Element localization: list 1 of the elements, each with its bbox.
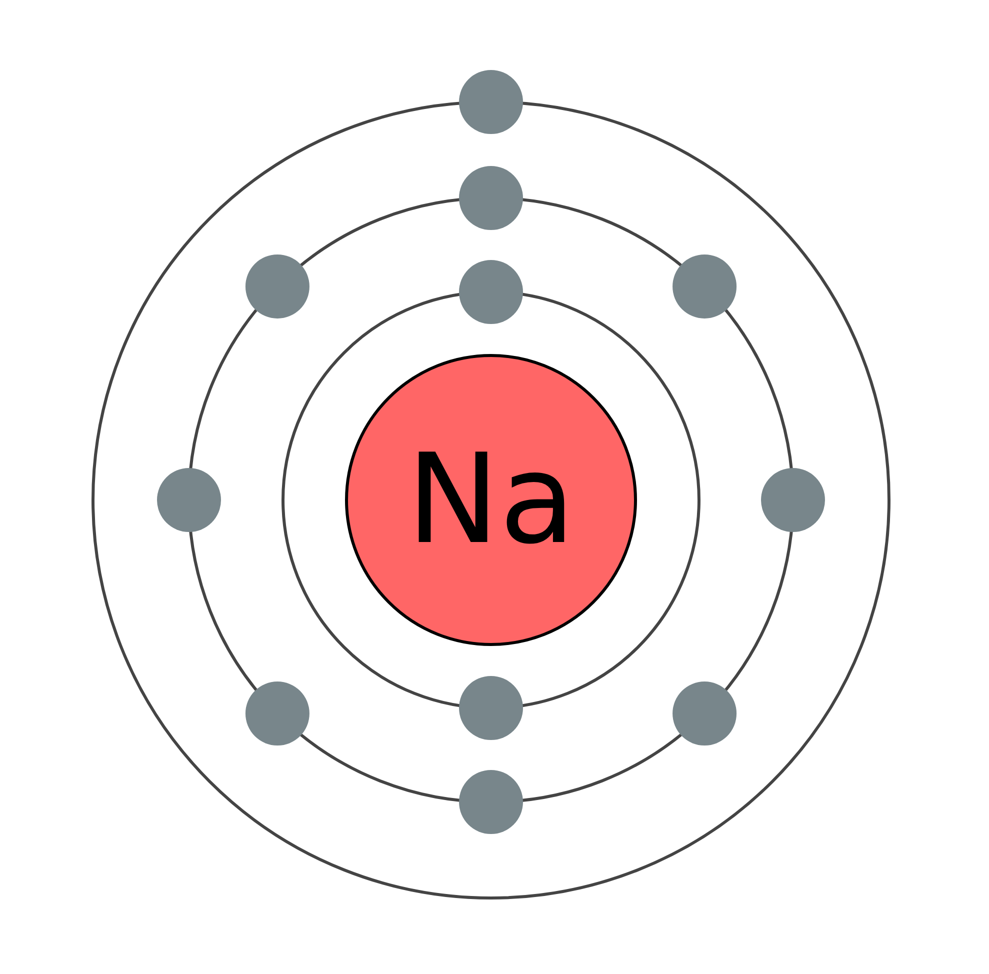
element-symbol: Na [406,438,576,562]
